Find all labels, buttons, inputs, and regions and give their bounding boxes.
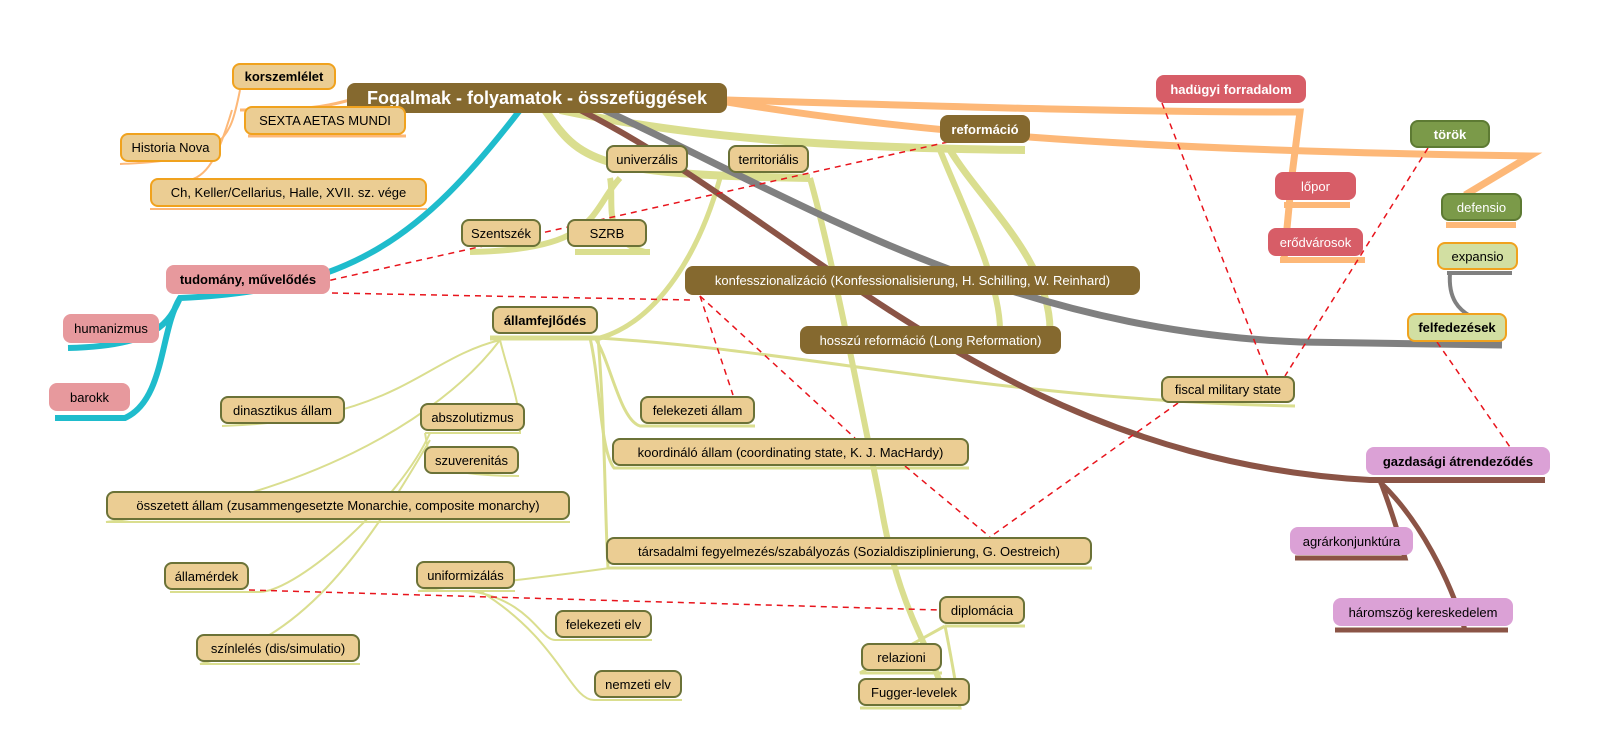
node-szinleles[interactable]: színlelés (dis/simulatio) bbox=[196, 634, 360, 662]
node-koordinalo-allam[interactable]: koordináló állam (coordinating state, K.… bbox=[612, 438, 969, 466]
relation-tudomany-konfess bbox=[331, 292, 691, 301]
branch-lopor bbox=[1280, 202, 1365, 263]
node-historia-nova[interactable]: Historia Nova bbox=[120, 133, 221, 162]
node-lopor[interactable]: lőpor bbox=[1275, 172, 1356, 200]
node-felekezeti-elv[interactable]: felekezeti elv bbox=[555, 610, 652, 638]
branch-reformacio bbox=[559, 106, 1026, 154]
relation-koordinalo-tarsadalmi bbox=[904, 465, 991, 538]
node-fugger-levelek[interactable]: Fugger-levelek bbox=[858, 678, 970, 706]
relation-felfedezesek-gazdasagi bbox=[1436, 341, 1511, 448]
node-barokk[interactable]: barokk bbox=[49, 383, 130, 411]
node-uniformizalas[interactable]: uniformizálás bbox=[416, 561, 515, 589]
node-humanizmus[interactable]: humanizmus bbox=[63, 314, 159, 343]
node-territorialis[interactable]: territoriális bbox=[728, 145, 809, 173]
node-hosszu-reformacio[interactable]: hosszú reformáció (Long Reformation) bbox=[800, 326, 1061, 354]
node-keller[interactable]: Ch, Keller/Cellarius, Halle, XVII. sz. v… bbox=[150, 178, 427, 207]
root-node[interactable]: Fogalmak - folyamatok - összefüggések bbox=[347, 83, 727, 113]
node-fiscal-military-state[interactable]: fiscal military state bbox=[1161, 376, 1295, 403]
node-dinasztikus-allam[interactable]: dinasztikus állam bbox=[220, 396, 345, 424]
node-torok[interactable]: török bbox=[1410, 120, 1490, 148]
node-abszolutizmus[interactable]: abszolutizmus bbox=[420, 403, 525, 431]
relation-fiscal-tarsadalmi bbox=[989, 402, 1179, 538]
node-allamerdek[interactable]: államérdek bbox=[164, 562, 249, 590]
node-diplomacia[interactable]: diplomácia bbox=[939, 596, 1025, 624]
node-agrarkonjunktura[interactable]: agrárkonjunktúra bbox=[1290, 527, 1413, 555]
relation-hadugyi-fiscal bbox=[1161, 102, 1269, 377]
branch-allamfejlodes bbox=[490, 177, 723, 341]
relation-allamerdek-diplomacia bbox=[248, 589, 940, 611]
node-tarsadalmi-fegyelmezes[interactable]: társadalmi fegyelmezés/szabályozás (Sozi… bbox=[606, 537, 1092, 565]
node-hadugyi-forradalom[interactable]: hadügyi forradalom bbox=[1156, 75, 1306, 103]
node-korszemlelet[interactable]: korszemlélet bbox=[232, 63, 336, 90]
node-konfesszionalizacio[interactable]: konfesszionalizáció (Konfessionalisierun… bbox=[685, 266, 1140, 295]
node-tudomany[interactable]: tudomány, művelődés bbox=[166, 265, 330, 294]
node-univerzalis[interactable]: univerzális bbox=[606, 145, 688, 173]
node-osszetett-allam[interactable]: összetett állam (zusammengesetzte Monarc… bbox=[106, 491, 570, 520]
node-sexta-aetas-mundi[interactable]: SEXTA AETAS MUNDI bbox=[244, 106, 406, 135]
relation-konfess-koordinalo bbox=[699, 295, 856, 439]
branch-felfedezesek bbox=[598, 104, 1503, 349]
node-allamfejlodes[interactable]: államfejlődés bbox=[492, 306, 598, 334]
node-gazdasagi-atrendezodes[interactable]: gazdasági átrendeződés bbox=[1366, 447, 1550, 475]
branch-torok bbox=[726, 98, 1543, 199]
node-nemzeti-elv[interactable]: nemzeti elv bbox=[594, 670, 682, 698]
relation-torok-fiscal bbox=[1284, 147, 1429, 377]
branch-hadugyi bbox=[726, 96, 1304, 261]
node-szuverenitas[interactable]: szuverenitás bbox=[424, 446, 519, 474]
node-expansio[interactable]: expansio bbox=[1437, 242, 1518, 270]
node-felfedezesek[interactable]: felfedezések bbox=[1407, 313, 1507, 342]
node-reformacio[interactable]: reformáció bbox=[940, 115, 1030, 143]
node-haromszog-kereskedelem[interactable]: háromszög kereskedelem bbox=[1333, 598, 1513, 626]
node-relazioni[interactable]: relazioni bbox=[861, 643, 942, 671]
node-felekezeti-allam[interactable]: felekezeti állam bbox=[640, 396, 755, 424]
node-szrb[interactable]: SZRB bbox=[567, 219, 647, 247]
node-erodvarosok[interactable]: erődvárosok bbox=[1268, 228, 1363, 256]
node-szentszek[interactable]: Szentszék bbox=[461, 219, 541, 247]
relation-reformacio-tudomany bbox=[299, 141, 949, 288]
node-defensio[interactable]: defensio bbox=[1441, 193, 1522, 221]
